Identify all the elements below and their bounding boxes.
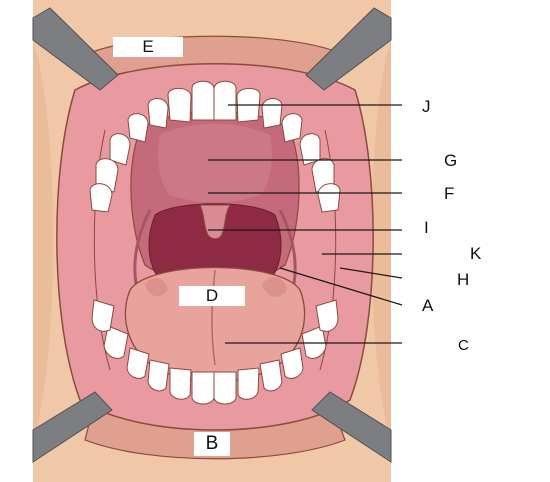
retractor-top-right xyxy=(305,7,392,91)
label-J: J xyxy=(422,97,431,116)
label-B: B xyxy=(194,432,230,456)
retractor-top-left xyxy=(32,7,119,91)
cheek-shading xyxy=(33,40,54,440)
tongue-papillae-left xyxy=(145,278,168,297)
leader-A xyxy=(279,267,403,306)
palate-highlight xyxy=(158,123,272,203)
label-I: I xyxy=(424,218,429,237)
label-K: K xyxy=(470,244,482,263)
retractor-bottom-right xyxy=(311,391,392,463)
tongue-papillae-right xyxy=(262,277,287,297)
leader-H xyxy=(339,267,403,279)
label-D: D xyxy=(179,286,245,306)
cheek-fold-left xyxy=(93,129,111,371)
retractor-bottom-left xyxy=(32,391,113,463)
cheek-shading-right xyxy=(371,40,391,440)
label-A: A xyxy=(422,296,434,315)
tongue-midline xyxy=(211,269,216,366)
label-H: H xyxy=(457,270,470,289)
label-E: E xyxy=(113,37,183,57)
lower-teeth xyxy=(91,299,339,405)
label-C: C xyxy=(458,337,469,354)
retractors xyxy=(32,7,392,463)
label-G: G xyxy=(444,151,458,170)
label-F: F xyxy=(444,184,455,203)
leader-lines xyxy=(208,104,403,344)
